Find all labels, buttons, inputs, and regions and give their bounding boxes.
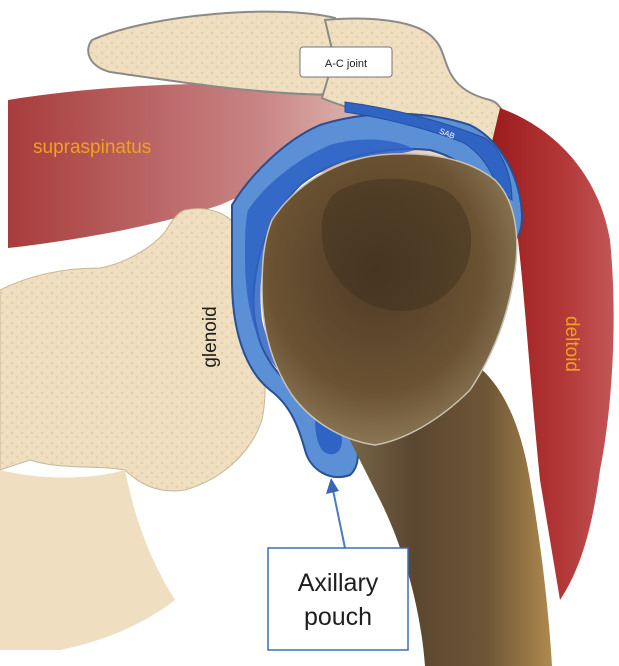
callout-line-1: Axillary <box>298 569 379 597</box>
callout-line-2: pouch <box>304 603 372 631</box>
scapula-lower <box>0 470 175 650</box>
supraspinatus-label: supraspinatus <box>33 137 151 158</box>
ac-joint-label-box: A-C joint <box>300 47 392 77</box>
axillary-pouch-callout: Axillary pouch <box>268 548 408 650</box>
glenoid-label: glenoid <box>200 306 221 367</box>
deltoid-label: deltoid <box>561 316 582 372</box>
scapula-bone <box>0 209 265 491</box>
arrow-up-icon <box>326 478 345 548</box>
ac-joint-label: A-C joint <box>325 58 367 70</box>
